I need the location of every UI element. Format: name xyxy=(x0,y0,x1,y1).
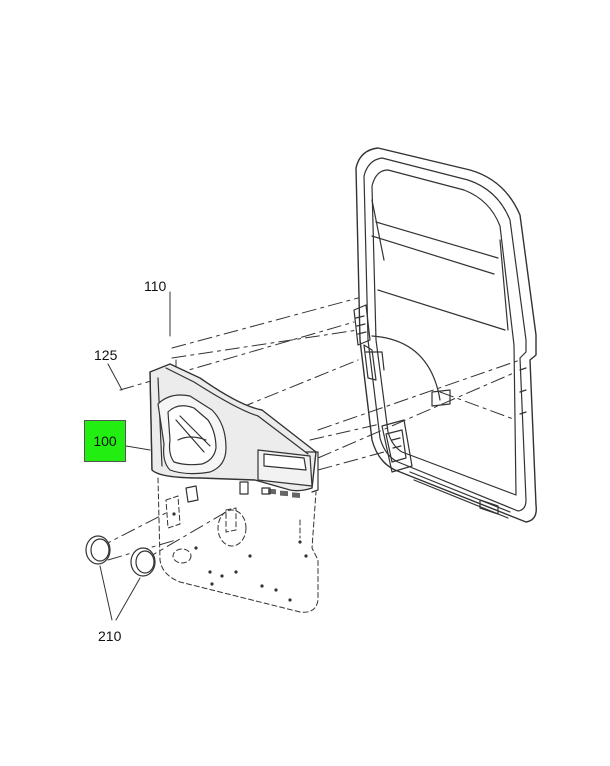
leader-lines xyxy=(99,291,171,621)
plug-caps xyxy=(85,535,156,577)
callout-110[interactable]: 110 xyxy=(144,278,167,294)
door-trim-panel xyxy=(149,363,319,503)
callout-210[interactable]: 210 xyxy=(98,628,122,644)
callout-125[interactable]: 125 xyxy=(94,347,118,363)
door-frame xyxy=(353,147,537,523)
callout-100: 100 xyxy=(93,433,117,449)
panel-holes xyxy=(172,512,308,602)
callout-100-highlight[interactable]: 100 xyxy=(84,420,126,462)
phantom-lines xyxy=(97,297,521,561)
inner-door-panel xyxy=(157,477,319,613)
